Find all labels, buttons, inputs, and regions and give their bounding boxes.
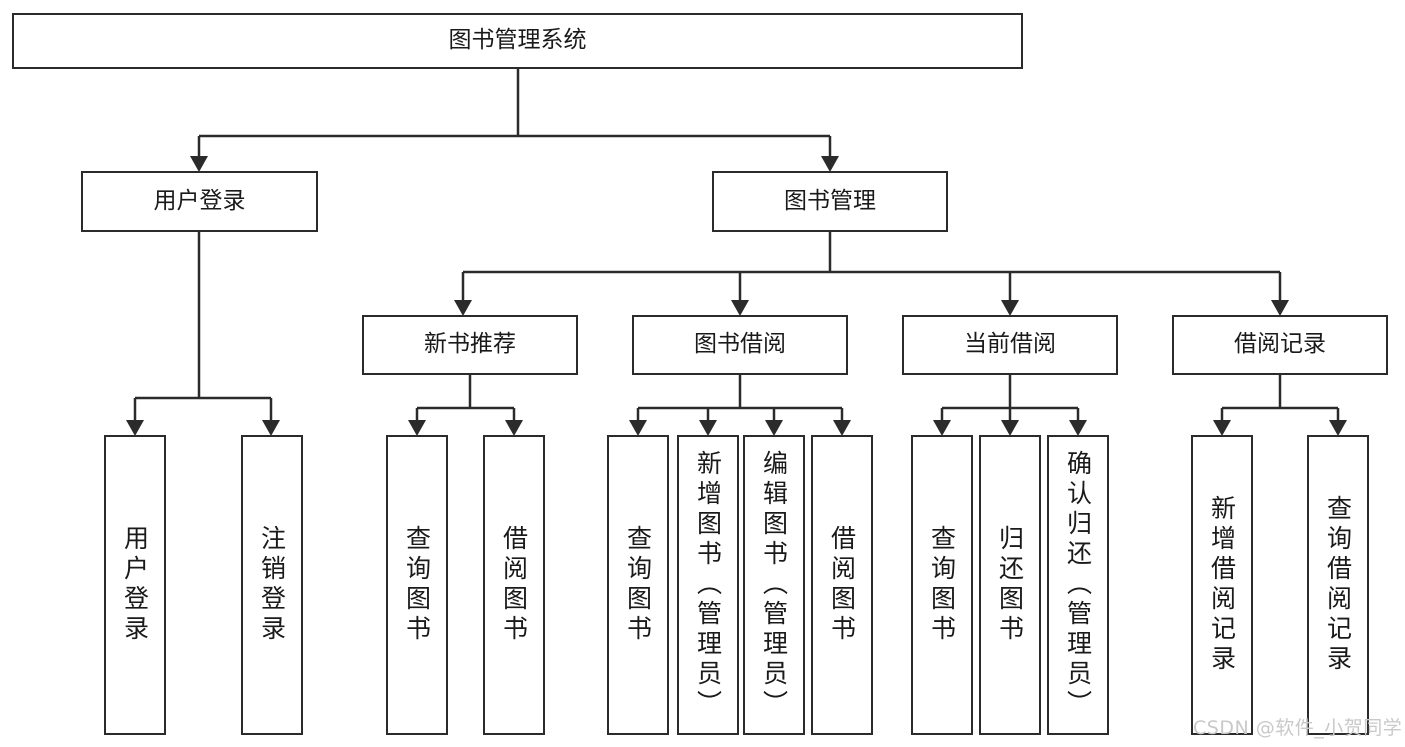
arrow-new-book-c1 bbox=[408, 420, 426, 436]
arrow-book-mgmt-c2 bbox=[731, 300, 749, 316]
arrow-root-to-user-login bbox=[190, 156, 208, 172]
leaf-user-login-logout-label: 注销登录 bbox=[257, 525, 287, 645]
node-root-label: 图书管理系统 bbox=[448, 27, 587, 54]
node-current-borrow-label: 当前借阅 bbox=[964, 331, 1056, 358]
node-user-login-label: 用户登录 bbox=[153, 187, 246, 214]
leaf-borrow-borrow-book[interactable]: 借阅图书 bbox=[811, 435, 873, 735]
arrow-borrow-book-c3 bbox=[765, 420, 783, 436]
node-user-login[interactable]: 用户登录 bbox=[81, 171, 318, 232]
leaf-borrow-edit-book-label: 编辑图书（管理员） bbox=[759, 450, 789, 720]
leaf-record-add-label: 新增借阅记录 bbox=[1207, 495, 1237, 675]
leaf-user-login-login-label: 用户登录 bbox=[120, 525, 150, 645]
leaf-current-query-book[interactable]: 查询图书 bbox=[911, 435, 973, 735]
leaf-current-return-book-label: 归还图书 bbox=[995, 525, 1025, 645]
node-book-borrow-label: 图书借阅 bbox=[694, 331, 786, 358]
leaf-new-book-borrow[interactable]: 借阅图书 bbox=[483, 435, 545, 735]
leaf-record-add[interactable]: 新增借阅记录 bbox=[1191, 435, 1253, 735]
leaf-borrow-add-book-label: 新增图书（管理员） bbox=[693, 450, 723, 720]
leaf-user-login-logout[interactable]: 注销登录 bbox=[241, 435, 303, 735]
node-book-management[interactable]: 图书管理 bbox=[712, 171, 948, 232]
arrow-borrow-book-c2 bbox=[699, 420, 717, 436]
arrow-borrow-record-c2 bbox=[1329, 420, 1347, 436]
leaf-record-query-label: 查询借阅记录 bbox=[1323, 495, 1353, 675]
arrow-root-to-book-mgmt bbox=[821, 156, 839, 172]
arrow-current-borrow-c1 bbox=[933, 420, 951, 436]
leaf-current-confirm-return[interactable]: 确认归还（管理员） bbox=[1047, 435, 1109, 735]
arrow-borrow-record-c1 bbox=[1213, 420, 1231, 436]
leaf-borrow-borrow-book-label: 借阅图书 bbox=[827, 525, 857, 645]
node-new-book-recommend[interactable]: 新书推荐 bbox=[362, 315, 578, 375]
leaf-new-book-query[interactable]: 查询图书 bbox=[386, 435, 448, 735]
arrow-user-login-c1 bbox=[126, 420, 144, 436]
leaf-new-book-query-label: 查询图书 bbox=[402, 525, 432, 645]
arrow-book-mgmt-c4 bbox=[1271, 300, 1289, 316]
leaf-current-query-book-label: 查询图书 bbox=[927, 525, 957, 645]
node-book-management-label: 图书管理 bbox=[784, 187, 876, 214]
leaf-user-login-login[interactable]: 用户登录 bbox=[104, 435, 166, 735]
watermark: CSDN @软件_小贺同学 bbox=[1193, 717, 1403, 739]
node-book-borrow[interactable]: 图书借阅 bbox=[632, 315, 848, 375]
arrow-current-borrow-c2 bbox=[1001, 420, 1019, 436]
leaf-borrow-query-book[interactable]: 查询图书 bbox=[607, 435, 669, 735]
arrow-current-borrow-c3 bbox=[1069, 420, 1087, 436]
leaf-record-query[interactable]: 查询借阅记录 bbox=[1307, 435, 1369, 735]
arrow-book-mgmt-c3 bbox=[1001, 300, 1019, 316]
arrow-borrow-book-c1 bbox=[629, 420, 647, 436]
arrow-borrow-book-c4 bbox=[833, 420, 851, 436]
arrow-book-mgmt-c1 bbox=[454, 300, 472, 316]
arrow-new-book-c2 bbox=[505, 420, 523, 436]
leaf-new-book-borrow-label: 借阅图书 bbox=[499, 525, 529, 645]
node-borrow-record[interactable]: 借阅记录 bbox=[1172, 315, 1388, 375]
node-root[interactable]: 图书管理系统 bbox=[12, 13, 1023, 69]
leaf-borrow-add-book[interactable]: 新增图书（管理员） bbox=[677, 435, 739, 735]
node-new-book-recommend-label: 新书推荐 bbox=[424, 331, 516, 358]
leaf-current-confirm-return-label: 确认归还（管理员） bbox=[1063, 450, 1093, 720]
leaf-borrow-edit-book[interactable]: 编辑图书（管理员） bbox=[743, 435, 805, 735]
leaf-borrow-query-book-label: 查询图书 bbox=[623, 525, 653, 645]
node-borrow-record-label: 借阅记录 bbox=[1234, 331, 1326, 358]
arrow-user-login-c2 bbox=[262, 420, 280, 436]
leaf-current-return-book[interactable]: 归还图书 bbox=[979, 435, 1041, 735]
node-current-borrow[interactable]: 当前借阅 bbox=[902, 315, 1118, 375]
